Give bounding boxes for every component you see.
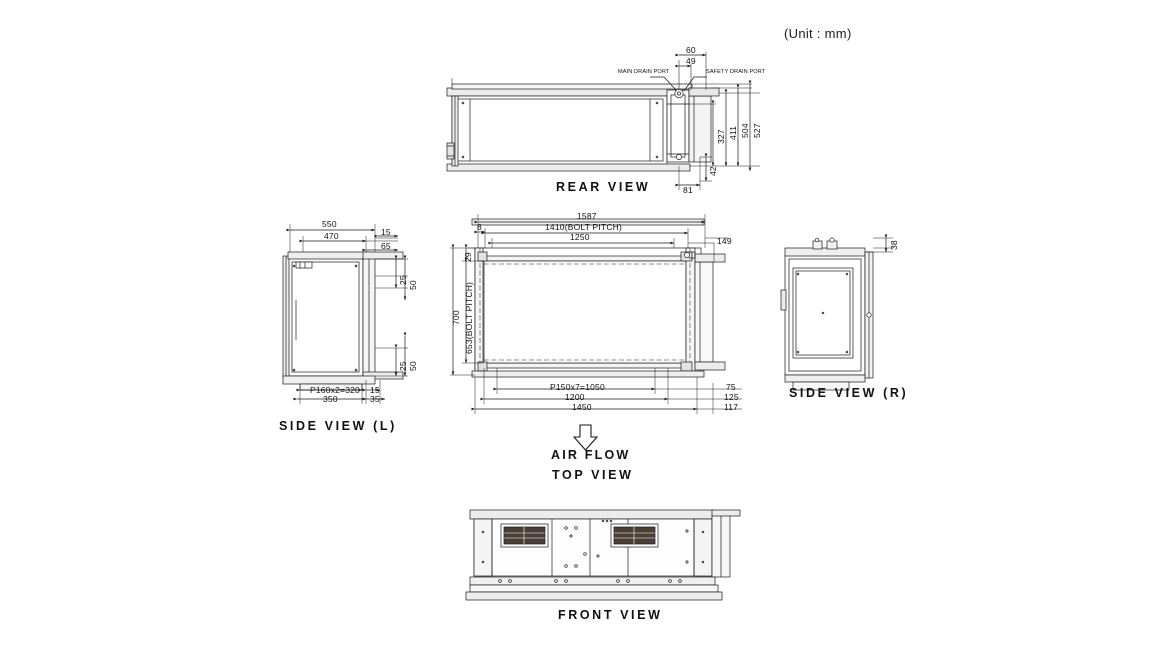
sidel-dim-50-top: 50 bbox=[408, 280, 418, 290]
sidel-dim-pitch: P160x2=320 bbox=[310, 385, 360, 395]
side-view-right-geometry bbox=[780, 234, 893, 391]
sider-dim-38: 38 bbox=[889, 240, 899, 250]
top-view-label: TOP VIEW bbox=[552, 468, 634, 482]
side-view-left-geometry bbox=[282, 224, 408, 404]
top-dim-8: 8 bbox=[477, 222, 482, 232]
top-dim-1250: 1250 bbox=[570, 232, 590, 242]
side-view-right-label: SIDE VIEW (R) bbox=[789, 386, 909, 400]
unit-note: (Unit : mm) bbox=[784, 26, 852, 41]
sidel-dim-65: 65 bbox=[381, 241, 391, 251]
top-dim-1200: 1200 bbox=[565, 392, 585, 402]
rear-dim-42: 42 bbox=[708, 166, 718, 176]
sidel-dim-25-bot: 25 bbox=[398, 361, 408, 371]
rear-view-label: REAR VIEW bbox=[556, 180, 651, 194]
top-dim-1410: 1410(BOLT PITCH) bbox=[545, 222, 623, 232]
rear-dim-81: 81 bbox=[683, 185, 693, 195]
top-dim-653: 653(BOLT PITCH) bbox=[464, 281, 474, 354]
top-dim-29: 29 bbox=[463, 252, 473, 262]
top-dim-1587: 1587 bbox=[577, 211, 597, 221]
top-view-geometry bbox=[450, 214, 742, 451]
rear-dim-504: 504 bbox=[740, 123, 750, 138]
front-view-label: FRONT VIEW bbox=[558, 608, 663, 622]
top-dim-149: 149 bbox=[717, 236, 732, 246]
sidel-dim-25-top: 25 bbox=[398, 275, 408, 285]
sidel-dim-550: 550 bbox=[322, 219, 337, 229]
rear-dim-327: 327 bbox=[716, 129, 726, 144]
sidel-dim-350: 350 bbox=[323, 394, 338, 404]
front-view-geometry bbox=[465, 509, 741, 601]
side-view-left-label: SIDE VIEW (L) bbox=[279, 419, 397, 433]
rear-dim-527: 527 bbox=[752, 123, 762, 138]
rear-dim-411: 411 bbox=[728, 125, 738, 140]
sidel-dim-470: 470 bbox=[324, 231, 339, 241]
top-dim-125: 125 bbox=[724, 392, 739, 402]
top-dim-75: 75 bbox=[726, 382, 736, 392]
sidel-dim-50-bot: 50 bbox=[408, 361, 418, 371]
air-flow-label: AIR FLOW bbox=[551, 448, 631, 462]
main-drain-port-label: MAIN DRAIN PORT bbox=[618, 69, 670, 75]
safety-drain-port-label: SAFETY DRAIN PORT bbox=[706, 69, 766, 75]
top-dim-117: 117 bbox=[724, 402, 739, 412]
sidel-dim-15-top: 15 bbox=[381, 227, 391, 237]
rear-view-geometry bbox=[446, 52, 760, 190]
top-dim-1450: 1450 bbox=[572, 402, 592, 412]
sidel-dim-15-bot: 15 bbox=[370, 385, 380, 395]
top-dim-700: 700 bbox=[451, 310, 461, 325]
rear-dim-49: 49 bbox=[686, 56, 696, 66]
sidel-dim-35: 35 bbox=[370, 394, 380, 404]
rear-dim-60: 60 bbox=[686, 45, 696, 55]
top-dim-pitch: P150x7=1050 bbox=[550, 382, 605, 392]
